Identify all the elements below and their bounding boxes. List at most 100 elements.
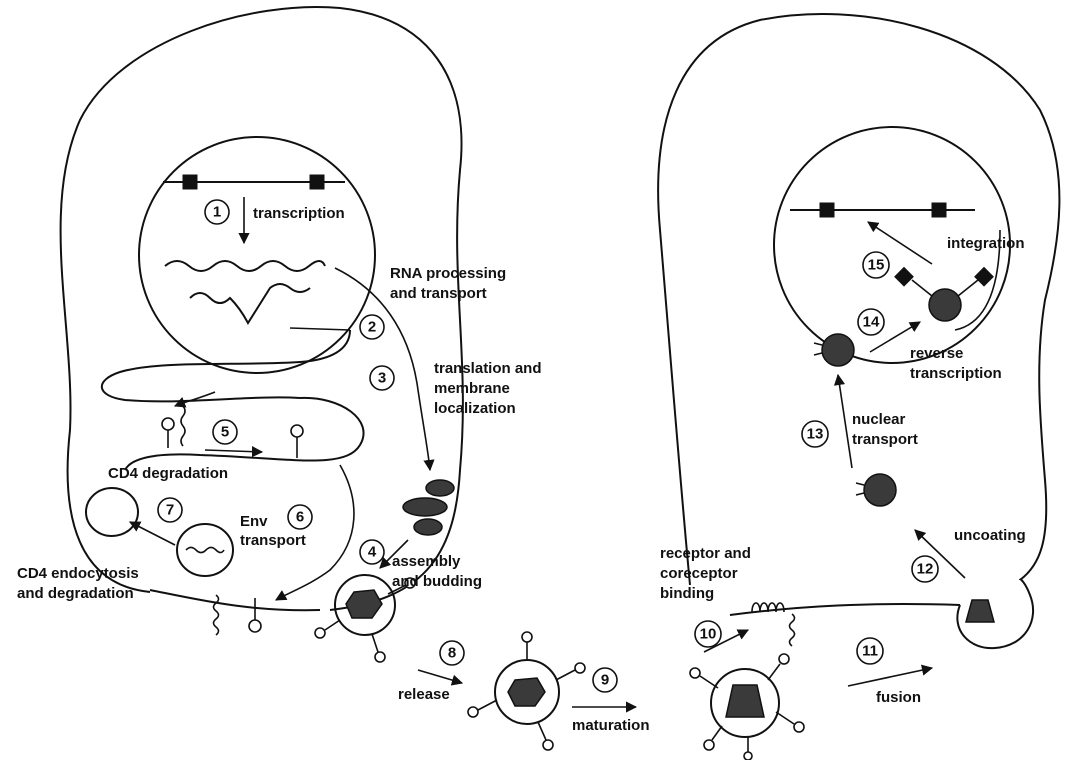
label-receptor-2: coreceptor	[660, 565, 738, 582]
pic-ltr-right	[975, 268, 993, 286]
label-reverse-transcription-2: transcription	[910, 365, 1002, 382]
mature-spike-1-head	[690, 668, 700, 678]
label-maturation: maturation	[572, 717, 650, 734]
svg-text:5: 5	[221, 424, 229, 441]
integrated-ltr-left	[820, 203, 834, 217]
integrated-ltr-right	[932, 203, 946, 217]
step-11: 11	[857, 638, 883, 664]
endocytosis-arrow	[130, 522, 175, 545]
mature-spike-4-head	[704, 740, 714, 750]
label-integration: integration	[947, 235, 1025, 252]
label-translation-2: membrane	[434, 380, 510, 397]
er-cd4-squiggle	[181, 406, 185, 446]
pic-arm-right	[958, 280, 978, 296]
immature-spike-3-head	[468, 707, 478, 717]
budding-spike-3-head	[375, 652, 385, 662]
label-translation-3: localization	[434, 400, 516, 417]
release-arrow	[418, 670, 462, 683]
producer-nucleus	[139, 137, 375, 373]
svg-text:15: 15	[868, 257, 885, 274]
svg-text:8: 8	[448, 645, 456, 662]
viral-rna-wave-2	[190, 284, 310, 323]
step-15: 15	[863, 252, 889, 278]
target-cell-membrane	[658, 14, 1059, 585]
proviral-ltr-left	[183, 175, 197, 189]
budding-spike-3	[372, 634, 378, 652]
surface-env-head	[249, 620, 261, 632]
budding-spike-2	[325, 620, 340, 630]
svg-text:7: 7	[166, 502, 174, 519]
endoplasmic-reticulum-upper	[102, 330, 350, 401]
golgi-env-head	[291, 425, 303, 437]
label-release: release	[398, 686, 450, 703]
label-env-transport-2: transport	[240, 532, 306, 549]
nuclear-transport-arrow	[838, 375, 852, 468]
step-1: 1	[205, 200, 229, 224]
mature-spike-5-head	[744, 752, 752, 760]
step-9: 9	[593, 668, 617, 692]
step-4: 4	[360, 540, 384, 564]
label-assembly-1: assembly	[392, 553, 461, 570]
surface-cd4-squiggle	[214, 595, 219, 635]
immature-spike-2	[556, 670, 575, 680]
immature-spike-1-head	[522, 632, 532, 642]
mature-spike-3	[776, 712, 794, 724]
coreceptor-squiggle	[790, 614, 795, 646]
step-12: 12	[912, 556, 938, 582]
label-rna-processing-2: and transport	[390, 285, 487, 302]
label-rna-processing-1: RNA processing	[390, 265, 506, 282]
mature-spike-4	[712, 726, 722, 740]
label-receptor-3: binding	[660, 585, 714, 602]
rtc-cytoplasm-ends	[856, 483, 864, 495]
step-14: 14	[858, 309, 884, 335]
svg-text:2: 2	[368, 319, 376, 336]
mature-spike-3-head	[794, 722, 804, 732]
label-nuclear-transport-2: transport	[852, 431, 918, 448]
producer-plasma-membrane	[150, 590, 320, 610]
label-cd4-endocytosis-1: CD4 endocytosis	[17, 565, 139, 582]
svg-text:14: 14	[863, 314, 880, 331]
rtc-cytoplasm	[864, 474, 896, 506]
step-10: 10	[695, 621, 721, 647]
label-transcription: transcription	[253, 205, 345, 222]
pic-arm-left	[912, 280, 932, 296]
proviral-ltr-right	[310, 175, 324, 189]
mature-spike-2	[768, 664, 780, 680]
receptor-coils	[752, 603, 784, 612]
gag-protein-1	[426, 480, 454, 496]
immature-spike-3	[478, 700, 497, 710]
gag-protein-2	[403, 498, 447, 516]
budding-spike-2-head	[315, 628, 325, 638]
viral-rna-wave-1	[165, 261, 325, 271]
label-fusion: fusion	[876, 689, 921, 706]
er-env-head	[162, 418, 174, 430]
svg-text:6: 6	[296, 509, 304, 526]
fusion-arrow	[848, 668, 932, 686]
endocytic-vesicle-empty	[86, 488, 138, 536]
label-translation-1: translation and	[434, 360, 542, 377]
svg-text:1: 1	[213, 204, 221, 221]
rtc-nucleus	[822, 334, 854, 366]
label-reverse-transcription-1: reverse	[910, 345, 963, 362]
budding-virion-core	[346, 590, 382, 618]
gag-protein-3	[414, 519, 442, 535]
step5-arrow	[205, 450, 262, 452]
step-7: 7	[158, 498, 182, 522]
entering-core	[966, 600, 994, 622]
step-markers: 1 2 3 4 5 6 7 8 9 10 11 12 13 14 15	[158, 200, 938, 692]
svg-text:3: 3	[378, 370, 386, 387]
immature-spike-2-head	[575, 663, 585, 673]
immature-spike-4	[538, 722, 546, 740]
label-cd4-degradation: CD4 degradation	[108, 465, 228, 482]
svg-text:12: 12	[917, 561, 934, 578]
label-assembly-2: and budding	[392, 573, 482, 590]
pre-integration-complex	[929, 289, 961, 321]
immature-spike-4-head	[543, 740, 553, 750]
label-nuclear-transport-1: nuclear	[852, 411, 906, 428]
immature-virion-core	[508, 678, 545, 706]
pic-ltr-left	[895, 268, 913, 286]
label-receptor-1: receptor and	[660, 545, 751, 562]
vesicle-cd4-squiggle	[186, 548, 224, 553]
label-cd4-endocytosis-2: and degradation	[17, 585, 134, 602]
endoplasmic-reticulum-lower	[125, 398, 364, 470]
